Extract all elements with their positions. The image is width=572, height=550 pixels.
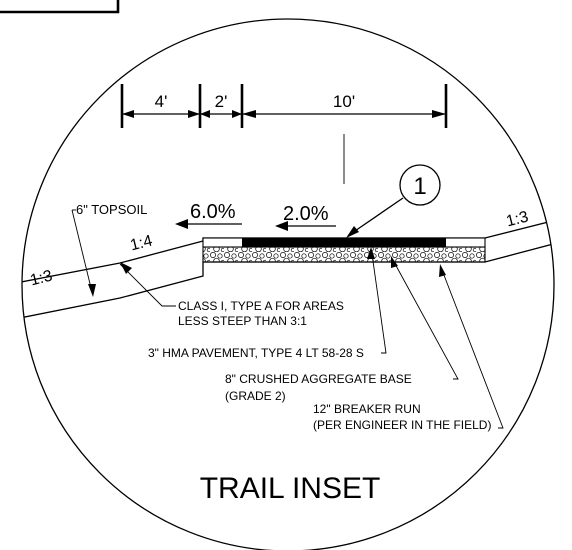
breaker-leader — [441, 269, 504, 429]
callout-number: 1 — [413, 173, 426, 200]
arrow-2ft-left — [200, 110, 210, 118]
right-slope-label: 1:3 — [505, 208, 531, 230]
back-slope-label: 1:3 — [29, 267, 55, 289]
hma-pavement-layer — [242, 238, 446, 247]
class-arrowhead — [120, 262, 132, 274]
shoulder-slope-label: 6.0% — [190, 201, 236, 223]
topsoil-arrowhead — [88, 284, 96, 297]
topsoil-note: 6" TOPSOIL — [76, 202, 147, 217]
shoulder-slope-arrowhead — [175, 219, 188, 229]
topsoil-leader — [71, 209, 93, 293]
dim-label-10ft: 10' — [333, 92, 355, 111]
arrow-2ft-right — [232, 110, 242, 118]
fore-slope-label: 1:4 — [129, 232, 155, 254]
title-block-corner — [0, 0, 120, 14]
arrow-10ft-left — [242, 110, 256, 118]
callout-bubble — [399, 164, 441, 206]
hma-arrowhead — [367, 247, 375, 259]
inset-title: TRAIL INSET — [200, 472, 381, 505]
topsoil-bottom-line — [22, 238, 554, 323]
class-leader — [119, 263, 176, 307]
aggregate-note-line2: (GRADE 2) — [225, 389, 286, 403]
arrow-4ft-right — [188, 110, 200, 118]
breaker-note-line2: (PER ENGINEER IN THE FIELD) — [313, 418, 491, 432]
aggregate-note-line1: 8" CRUSHED AGGREGATE BASE — [225, 372, 412, 386]
hma-leader — [371, 253, 387, 354]
inset-boundary-circle — [21, 18, 555, 550]
class-note-line1: CLASS I, TYPE A FOR AREAS — [178, 299, 344, 313]
dim-label-4ft: 4' — [155, 92, 168, 111]
arrow-4ft-left — [122, 110, 134, 118]
dim-label-2ft: 2' — [215, 92, 228, 111]
hma-note: 3" HMA PAVEMENT, TYPE 4 LT 58-28 S — [148, 346, 364, 360]
breaker-run-layer — [202, 246, 486, 263]
aggregate-leader — [393, 261, 459, 380]
aggregate-arrowhead — [391, 256, 398, 268]
callout-arrow — [346, 226, 359, 238]
trail-slope-arrowhead — [275, 221, 288, 231]
arrow-10ft-right — [432, 110, 446, 118]
callout-leader — [351, 197, 404, 234]
breaker-arrowhead — [439, 264, 446, 277]
class-note-line2: LESS STEEP THAN 3:1 — [178, 314, 307, 328]
trail-slope-label: 2.0% — [283, 203, 329, 225]
breaker-note-line1: 12" BREAKER RUN — [313, 402, 421, 416]
